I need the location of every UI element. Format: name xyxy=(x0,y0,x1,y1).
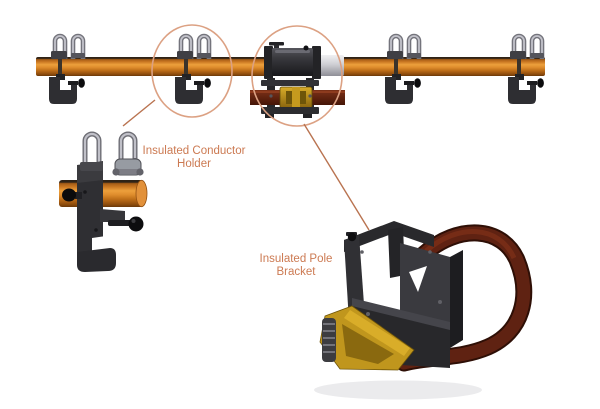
pole-bracket-detail xyxy=(319,221,533,372)
pole-bracket-on-rail xyxy=(250,42,345,118)
callout-label-pole-bracket: Insulated Pole Bracket xyxy=(259,253,333,278)
callout-circle-conductor-holder xyxy=(151,24,233,118)
insulator-sleeve xyxy=(317,55,344,76)
side-knob xyxy=(62,188,76,202)
ground-shadow xyxy=(314,380,482,400)
leader-line-pole-bracket xyxy=(303,123,370,231)
leader-line-conductor-holder xyxy=(122,99,156,127)
pipe-end-cap xyxy=(135,179,148,208)
callout-circle-pole-bracket xyxy=(251,25,343,127)
conductor-holder-detail xyxy=(59,131,148,272)
ratchet-drum xyxy=(322,318,336,362)
bracket-knob xyxy=(347,232,357,242)
rail-assembly xyxy=(36,36,545,118)
ratchet-tensioner xyxy=(319,305,415,371)
tension-knob xyxy=(128,216,144,232)
clamp-body xyxy=(62,161,144,272)
callout-label-conductor-holder: Insulated Conductor Holder xyxy=(142,145,246,170)
